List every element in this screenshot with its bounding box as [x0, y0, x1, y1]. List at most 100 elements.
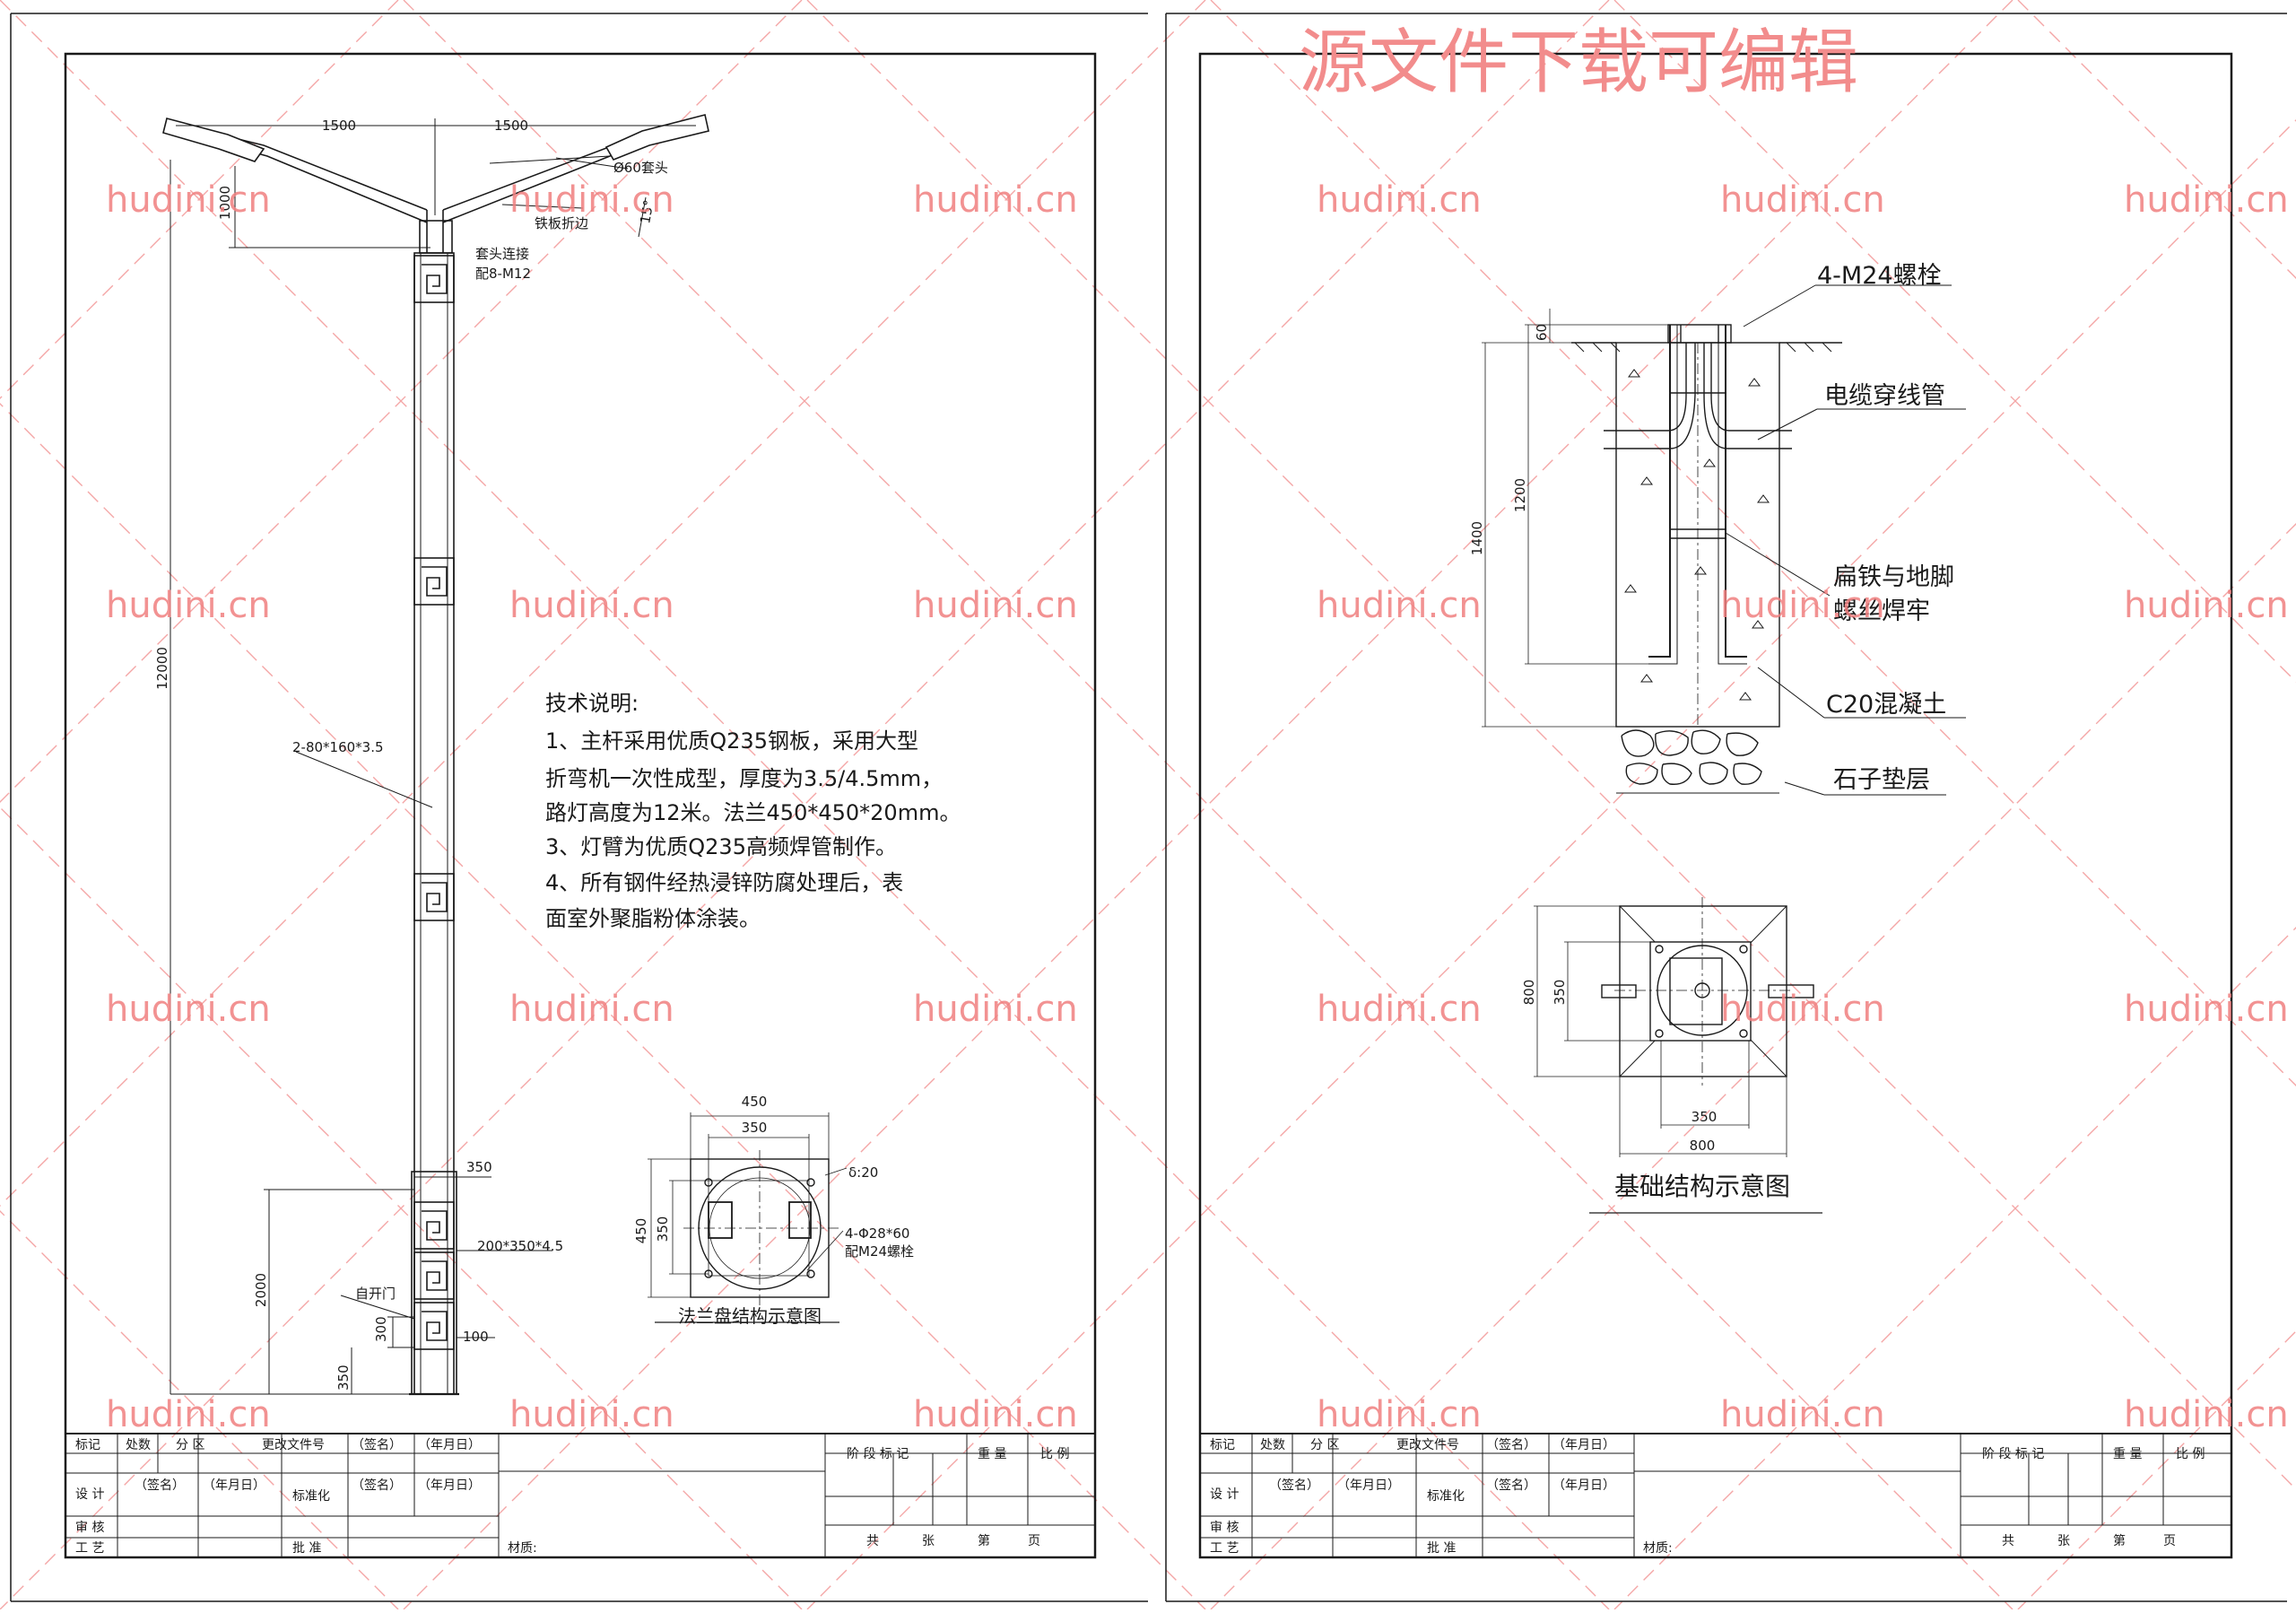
sleeve-joint-1: 套头连接 [475, 246, 529, 262]
watermark-text: hudini.cn [509, 989, 674, 1030]
tb-doc: 更改文件号 [1396, 1438, 1459, 1452]
watermark-hatch-line [806, 119, 2296, 1610]
tb-page: 页 [1028, 1534, 1040, 1548]
tb-count: 处数 [126, 1438, 151, 1452]
tb-date: （年月日） [1552, 1438, 1615, 1452]
arm-span-right: 1500 [494, 118, 528, 134]
tb-sign: （签名） [352, 1437, 402, 1452]
notes-title: 技术说明: [545, 691, 639, 716]
sleeve-label: Ø60套头 [613, 160, 668, 176]
bend-label: 铁板折边 [535, 215, 588, 231]
watermark-text: hudini.cn [1317, 179, 1482, 221]
foundation-caption: 基础结构示意图 [1614, 1172, 1790, 1201]
watermark-hatch-line [0, 806, 803, 1610]
left-title-block [65, 1433, 1096, 1558]
tb-design: 设 计 [1210, 1487, 1239, 1502]
watermark-text: hudini.cn [106, 989, 271, 1030]
dim-depth: 1400 [1469, 521, 1485, 555]
tb-mark: 标记 [1210, 1438, 1235, 1452]
right-title-text: 标记 处数 分 区 更改文件号 （签名） （年月日） 设 计 （签名） （年月日… [1210, 1437, 2205, 1556]
key-pattern-panel [413, 873, 455, 921]
gravel-label: 石子垫层 [1833, 766, 1930, 794]
watermark-text: hudini.cn [913, 1394, 1078, 1435]
key-pattern-panel [413, 557, 455, 606]
sleeve-joint [419, 220, 453, 254]
arm-span-left: 1500 [322, 118, 356, 134]
tb-page-no: 第 [978, 1533, 990, 1548]
tb-check: 审 核 [75, 1521, 104, 1535]
base-section: 200*350*4.5 [477, 1238, 563, 1254]
note-line: 路灯高度为12米。法兰450*450*20mm。 [545, 800, 961, 825]
tb-scale: 比 例 [1040, 1447, 1069, 1461]
concrete-label: C20混凝土 [1826, 691, 1946, 719]
foundation-section [1482, 284, 1966, 796]
watermark-text: hudini.cn [913, 179, 1078, 221]
watermark-text: hudini.cn [509, 1394, 674, 1435]
tb-zone: 分 区 [176, 1438, 204, 1452]
plan-inner-bottom: 350 [1692, 1109, 1718, 1125]
watermark-text: hudini.cn [106, 179, 271, 221]
tb-sign: （签名） [1486, 1478, 1536, 1493]
watermark-hatch-line [1210, 0, 2296, 1086]
tb-date: （年月日） [1552, 1478, 1615, 1493]
dim-bolt: 1200 [1512, 478, 1528, 512]
watermark-text: hudini.cn [1317, 1394, 1482, 1435]
foundation-plan [1534, 897, 1822, 1214]
watermark-text: hudini.cn [1720, 989, 1885, 1030]
right-title-block [1199, 1433, 2232, 1558]
door-offset: 100 [463, 1329, 489, 1345]
tb-date: （年月日） [418, 1478, 481, 1493]
key-pattern-panel [413, 1302, 455, 1350]
door-zone-height: 2000 [253, 1273, 269, 1307]
plan-side: 800 [1521, 980, 1537, 1006]
watermark-text: hudini.cn [509, 179, 674, 221]
tb-mark: 标记 [75, 1438, 100, 1452]
watermark-hatch-line [1613, 0, 2296, 683]
gravel-layer [1621, 729, 1762, 785]
watermark-text: hudini.cn [2124, 1394, 2289, 1435]
tb-material: 材质: [508, 1541, 537, 1556]
key-pattern-panel [413, 1251, 455, 1300]
flange-thickness: δ:20 [848, 1164, 878, 1181]
watermark-hatch-line [0, 403, 1206, 1610]
anchor-bolt [1718, 325, 1747, 665]
watermark-hatch-line [0, 0, 1610, 1610]
watermark-text: hudini.cn [2124, 585, 2289, 626]
tb-weight: 重 量 [2113, 1447, 2142, 1461]
watermark-hatch-line [403, 0, 2013, 1610]
tb-design: 设 计 [75, 1487, 104, 1502]
tb-sheets: 张 [922, 1534, 935, 1548]
flange-side-inner: 350 [655, 1216, 671, 1242]
tb-craft: 工 艺 [75, 1541, 104, 1556]
watermark-text: hudini.cn [1720, 1394, 1885, 1435]
tb-date: （年月日） [203, 1478, 265, 1493]
watermark-text: hudini.cn [1317, 585, 1482, 626]
flange-text: 450 350 450 350 δ:20 4-Φ28*60 配M24螺栓 法兰盘… [633, 1094, 914, 1327]
tb-count: 处数 [1260, 1438, 1285, 1452]
note-line: 面室外聚脂粉体涂装。 [545, 906, 761, 931]
conduit-label: 电缆穿线管 [1824, 382, 1945, 410]
watermark-hatch-line [1613, 927, 2296, 1610]
tb-scale: 比 例 [2176, 1447, 2205, 1461]
tb-sign: （签名） [135, 1478, 185, 1493]
technical-notes: 技术说明: 1、主杆采用优质Q235钢板，采用大型 折弯机一次性成型，厚度为3.… [545, 691, 961, 931]
tb-approve: 批 准 [292, 1541, 321, 1556]
tb-total: 共 [866, 1534, 879, 1548]
plan-inner-side: 350 [1552, 980, 1568, 1006]
plate-spec: 2-80*160*3.5 [292, 739, 384, 755]
weld-label-2: 螺丝焊牢 [1833, 597, 1930, 625]
cable-conduit [1604, 343, 1696, 449]
watermark-text: hudini.cn [913, 989, 1078, 1030]
watermark-text: hudini.cn [509, 585, 674, 626]
tb-total: 共 [2002, 1534, 2014, 1548]
watermark-text: hudini.cn [1720, 585, 1885, 626]
tb-date: （年月日） [1337, 1478, 1400, 1493]
editable-banner: 源文件下载可编辑 [1299, 22, 1858, 103]
weld-label-1: 扁铁与地脚 [1833, 563, 1954, 591]
watermark-text: hudini.cn [106, 585, 271, 626]
flange-bolts: 配M24螺栓 [845, 1243, 914, 1260]
watermark-text: hudini.cn [2124, 989, 2289, 1030]
dim-top: 60 [1534, 324, 1550, 341]
